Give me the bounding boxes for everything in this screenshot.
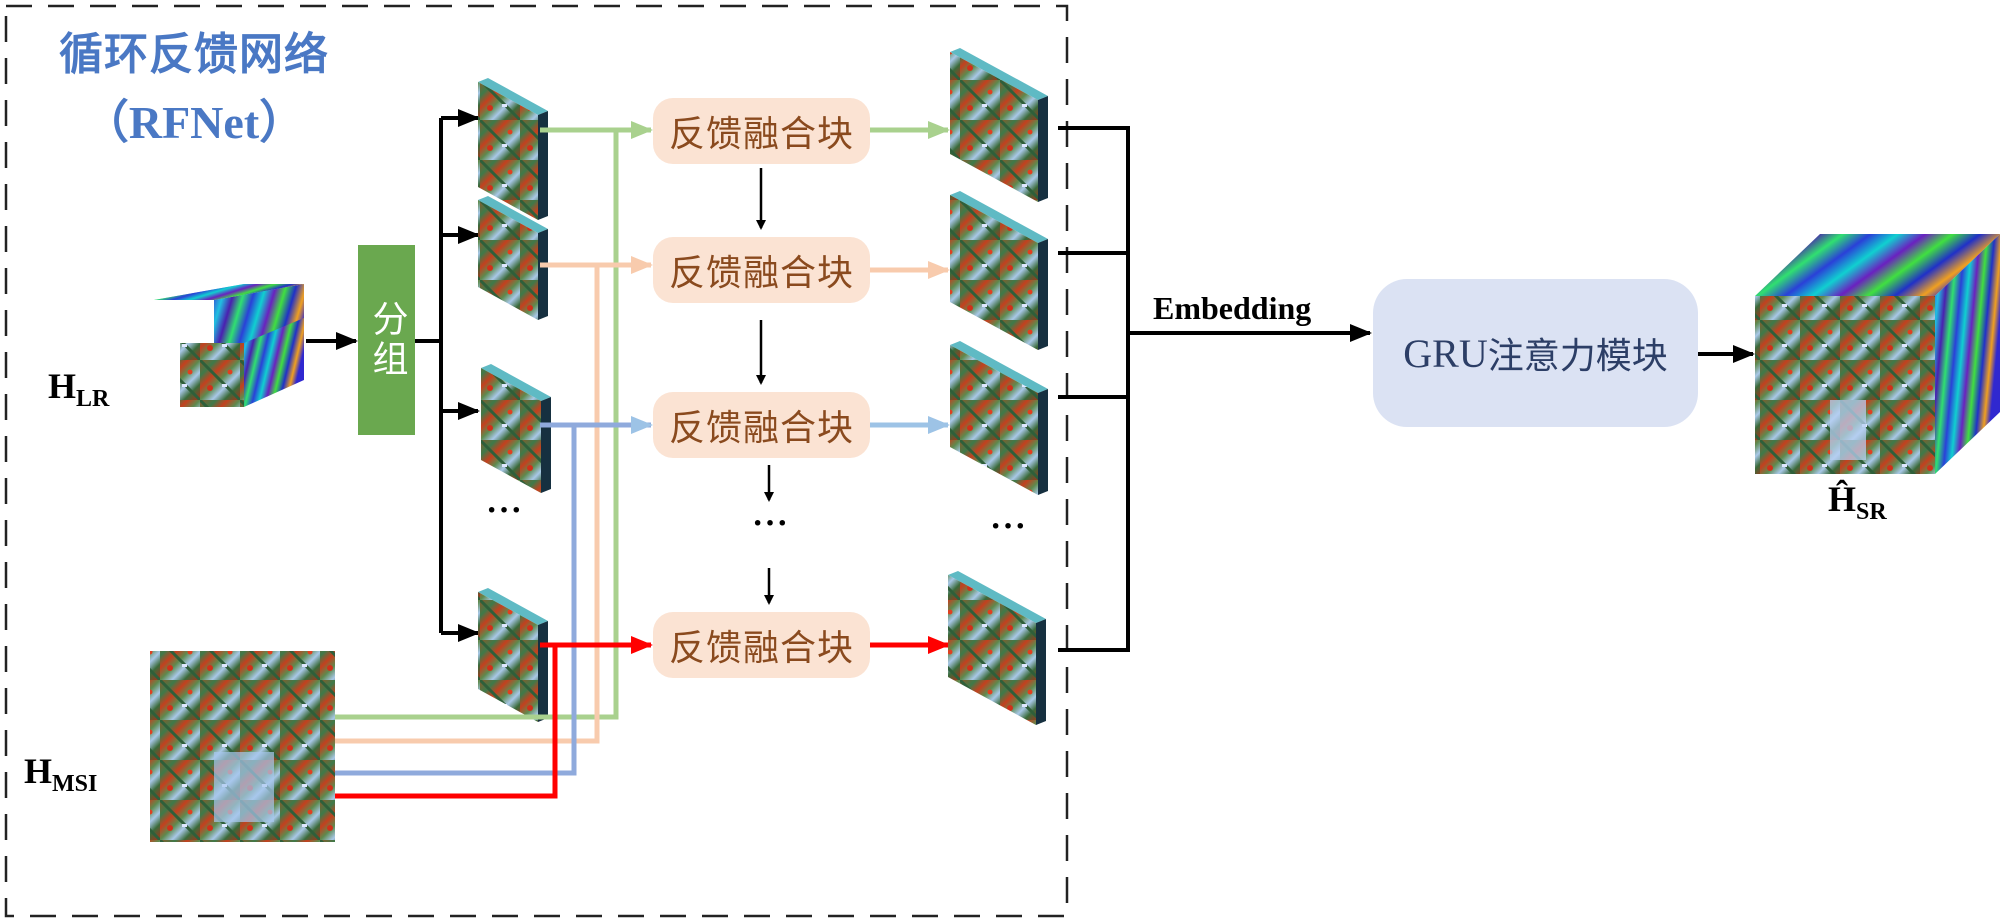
hsr-main: Ĥ: [1828, 479, 1857, 519]
hlr-sub: LR: [76, 386, 110, 412]
input-slab-3-face: [481, 368, 541, 493]
output-slab-2-top: [950, 191, 1048, 243]
hlr-cube-right: [244, 318, 304, 407]
rfnet-dashed-border: [4, 4, 1069, 918]
hmsi-label: HMSI: [24, 750, 97, 798]
fusion-block-4: 反馈融合块: [653, 612, 870, 678]
hlr-label: HLR: [48, 365, 109, 413]
msi-path-red: [335, 645, 558, 799]
hsr-label: ĤSR: [1828, 478, 1887, 526]
input-slab-2-face: [478, 200, 538, 320]
input-slab-2-top: [478, 196, 548, 233]
hsr-cube-buildings: [1830, 400, 1866, 460]
fusion-block-3: 反馈融合块: [653, 392, 870, 458]
hsr-cube-top: [1755, 234, 2000, 296]
hlr-cube-top-shade: [154, 284, 304, 300]
output-slab-3-face: [950, 345, 1038, 495]
input-slab-1-side: [538, 111, 548, 220]
hsr-sub: SR: [1856, 499, 1887, 525]
input-slab-4-top: [478, 588, 548, 625]
hmsi-image-buildings: [214, 752, 274, 822]
diagram-subtitle: （RFNet）: [82, 97, 306, 148]
output-slab-1-side: [1038, 96, 1048, 202]
fusion-block-1: 反馈融合块: [653, 98, 870, 164]
output-slab-4-side: [1036, 619, 1046, 725]
input-slab-4-side: [538, 621, 548, 722]
msi-path-green: [335, 130, 619, 720]
gru-prefix: GRU: [1403, 330, 1488, 376]
output-slab-3-side: [1038, 389, 1048, 495]
diagram-title: 循环反馈网络: [59, 29, 329, 80]
block-ellipsis: ···: [752, 505, 790, 542]
output-slab-4-top: [948, 571, 1046, 623]
fusion-block-2: 反馈融合块: [653, 237, 870, 303]
hmsi-sub: MSI: [52, 771, 98, 797]
msi-path-blue: [335, 425, 577, 776]
output-slab-2-face: [950, 195, 1038, 350]
group-split-box: 分组: [358, 245, 415, 435]
hsr-cube-side: [1935, 234, 2000, 474]
input-slab-3-side: [541, 397, 551, 493]
hmsi-main: H: [24, 751, 53, 791]
input-slab-4-face: [478, 592, 538, 722]
gru-label: 注意力模块: [1487, 336, 1668, 377]
input-slab-2-side: [538, 229, 548, 320]
input-slab-1-face: [478, 82, 538, 220]
output-slab-1-face: [950, 52, 1038, 202]
input-slab-1-top: [478, 78, 548, 115]
embedding-label: Embedding: [1153, 290, 1312, 326]
hlr-main: H: [48, 366, 77, 406]
hlr-cube-front: [180, 343, 244, 407]
input-slab-3-top: [481, 364, 551, 401]
input-ellipsis: ···: [486, 492, 524, 529]
output-slab-1-top: [950, 48, 1048, 100]
output-slab-3-top: [950, 341, 1048, 393]
output-slab-4-face: [948, 575, 1036, 725]
output-ellipsis: ···: [990, 508, 1028, 545]
output-slab-2-side: [1038, 239, 1048, 350]
